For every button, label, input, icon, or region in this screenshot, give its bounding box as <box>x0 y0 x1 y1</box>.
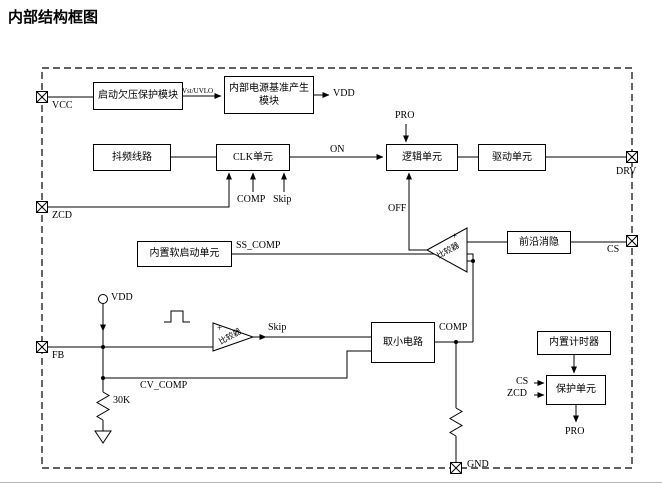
block-logic-unit: 逻辑单元 <box>386 144 458 171</box>
chip-boundary <box>41 67 633 469</box>
pin-gnd-icon <box>450 462 462 474</box>
block-jitter: 抖频线路 <box>93 144 171 171</box>
wire-off <box>406 172 427 251</box>
pin-label-fb: FB <box>52 350 65 361</box>
label-vdd-top: VDD <box>333 88 355 99</box>
label-vdd-source: VDD <box>111 292 133 303</box>
block-internal-reference: 内部电源基准产生模块 <box>224 76 314 114</box>
resistor-30k <box>96 391 110 421</box>
comparator-top-icon <box>425 227 468 273</box>
pin-zcd-icon <box>36 201 48 213</box>
pin-label-gnd: GND <box>467 459 489 470</box>
block-startup-uvlo: 启动欠压保护模块 <box>93 82 183 110</box>
pin-vcc-icon <box>36 91 48 103</box>
block-clk-unit: CLK单元 <box>216 144 290 171</box>
wire-ss-comp <box>232 253 474 342</box>
label-ss-comp: SS_COMP <box>236 240 281 251</box>
pin-drv-icon <box>626 151 638 163</box>
pin-fb-icon <box>36 341 48 353</box>
label-skip-clk: Skip <box>273 194 292 205</box>
comparator-bottom-plus: + <box>217 323 223 333</box>
block-take-min: 取小电路 <box>371 322 435 363</box>
label-cs-in: CS <box>516 376 529 387</box>
block-protect-unit: 保护单元 <box>546 375 606 405</box>
hysteresis-icon <box>164 310 190 323</box>
pin-cs-icon <box>626 235 638 247</box>
pin-label-zcd: ZCD <box>52 210 72 221</box>
label-zcd-in: ZCD <box>507 388 527 399</box>
ground-icon <box>94 430 112 444</box>
pins <box>36 91 638 474</box>
wire-cv-comp <box>103 350 371 379</box>
comparator-top-plus: + <box>452 231 458 241</box>
block-soft-start: 内置软启动单元 <box>137 241 232 267</box>
junction-dots <box>101 259 475 380</box>
label-30k: 30K <box>113 395 131 406</box>
page-title: 内部结构框图 <box>8 9 99 26</box>
wire-zcd-clk <box>47 172 232 208</box>
pin-label-cs: CS <box>607 244 620 255</box>
pin-label-drv: DRV <box>616 166 637 177</box>
label-skip-out: Skip <box>268 322 287 333</box>
label-on: ON <box>330 144 345 155</box>
block-timer: 内置计时器 <box>537 331 611 355</box>
label-cv-comp: CV_COMP <box>140 380 188 391</box>
label-pro-top: PRO <box>395 110 415 121</box>
resistor-comp <box>449 407 463 437</box>
comparator-bottom-icon <box>212 322 255 352</box>
wires <box>47 92 627 462</box>
label-comp-net: COMP <box>439 322 468 333</box>
current-source-icon <box>98 294 108 304</box>
label-comp-clk: COMP <box>237 194 266 205</box>
label-off: OFF <box>388 203 407 214</box>
pin-label-vcc: VCC <box>52 100 73 111</box>
label-vst-uvlo: Vst/UVLO <box>182 87 214 95</box>
label-pro-out: PRO <box>565 426 585 437</box>
block-drive-unit: 驱动单元 <box>478 144 546 171</box>
block-leading-edge-blanking: 前沿消隐 <box>507 231 571 254</box>
